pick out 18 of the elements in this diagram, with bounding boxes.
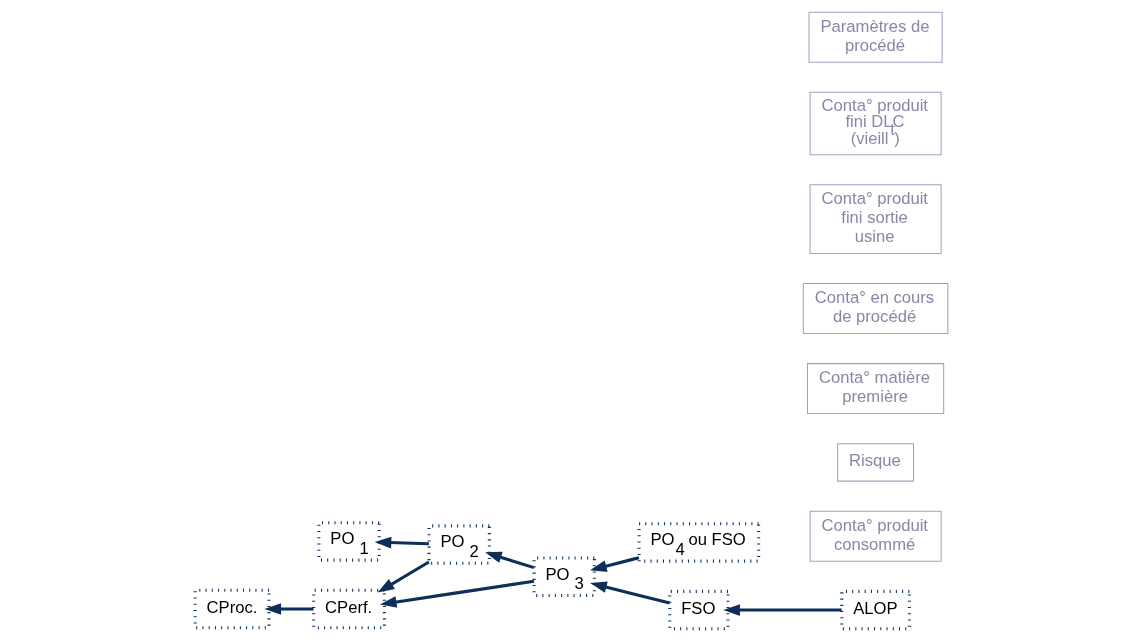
arrow xyxy=(374,536,429,549)
node-box: CPerf. xyxy=(312,588,386,630)
node-box: CProc. xyxy=(193,588,271,630)
node-box: Risque xyxy=(837,443,915,482)
arrow xyxy=(377,560,430,593)
arrow xyxy=(379,579,535,608)
node-box: Conta° matière première xyxy=(806,363,945,415)
node-box: ALOP xyxy=(840,589,911,631)
arrow xyxy=(485,551,535,570)
arrow xyxy=(264,603,314,615)
arrow xyxy=(723,604,842,616)
node-box: FSO xyxy=(668,589,730,631)
node-box: Paramètres de procédé xyxy=(808,11,943,63)
arrow xyxy=(590,556,640,572)
node-box: Conta° en cours de procédé xyxy=(802,283,949,334)
arrow xyxy=(590,581,671,605)
node-box: Conta° produit fini sortie usine xyxy=(809,184,942,254)
node-box: Conta° produit consommé xyxy=(809,510,942,562)
